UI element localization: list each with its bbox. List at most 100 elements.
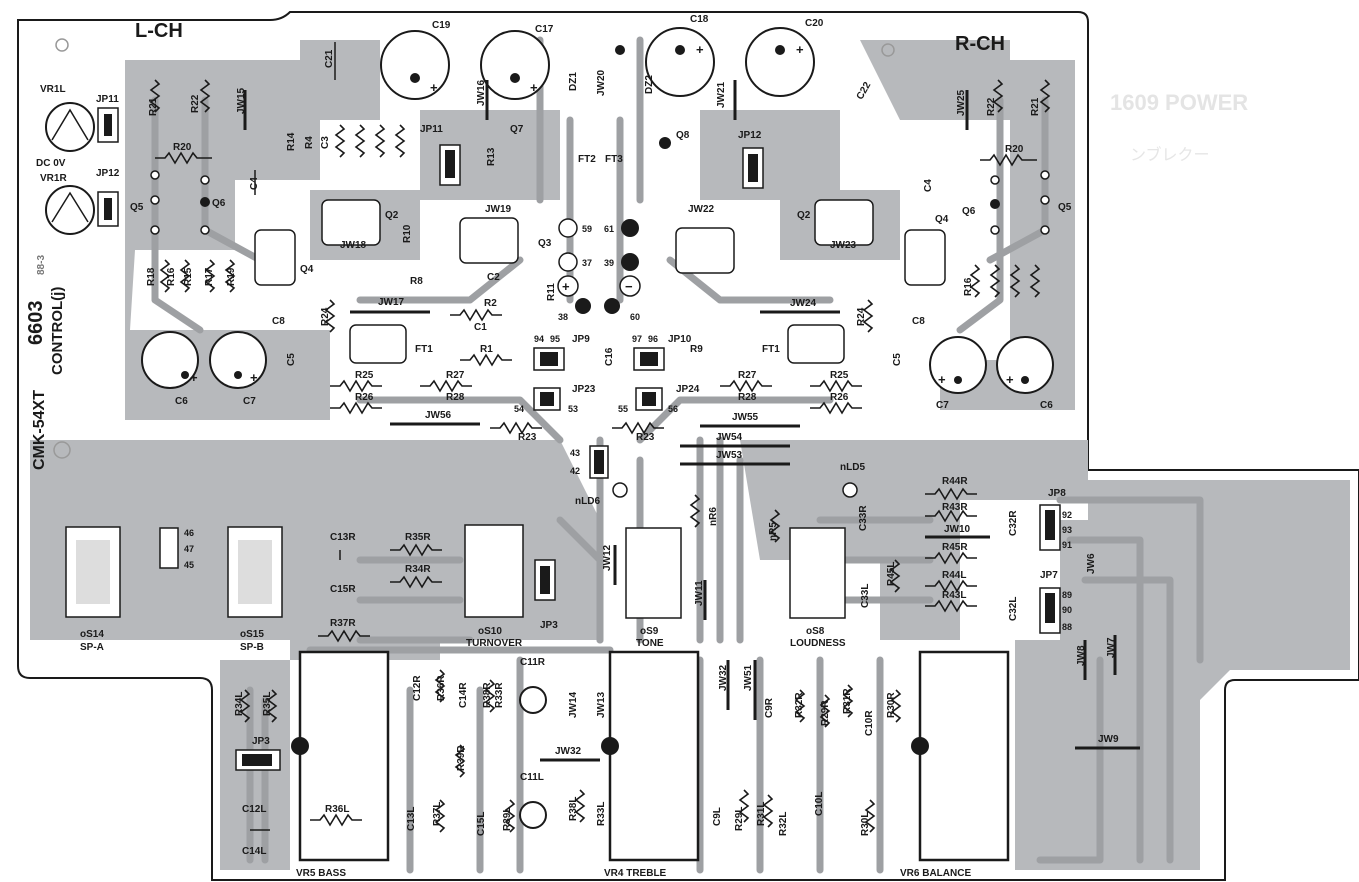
label-right-labels-r9: R9 <box>690 344 703 355</box>
label-lower-labels-c13r: C13R <box>330 532 356 543</box>
label-left-labels-jw17: JW17 <box>378 297 405 308</box>
label-left-labels-jp23: JP23 <box>572 384 596 395</box>
label-right-labels-r16: R16 <box>963 277 974 296</box>
vr1r-trimmer-pot: VR1R <box>40 173 95 235</box>
label-mid-labels-nr5: nR5 <box>768 522 779 541</box>
label-mid-labels-jp7: JP7 <box>1040 570 1058 581</box>
label-left-labels-c2: C2 <box>487 272 500 283</box>
svg-text:+: + <box>796 42 804 57</box>
label-left-labels-r23: R23 <box>518 432 537 443</box>
label-left-labels-r11: R11 <box>546 283 557 301</box>
right-channel-components: + C18 + C20 C22 DZ2 JW21 Q8 JP12 JW25 R2… <box>612 14 1072 443</box>
label-lower-labels-c10l: C10L <box>814 792 825 816</box>
label-lower-labels-c9r: C9R <box>764 697 775 718</box>
label-left-labels-jw16: JW16 <box>476 79 487 106</box>
label-mid-labels-pins-5: 60 <box>630 312 640 322</box>
label-mid-labels-jw6: JW6 <box>1086 553 1097 574</box>
label-mid-labels-jw14: JW14 <box>568 691 579 718</box>
svg-text:+: + <box>562 279 570 294</box>
label-left-labels-r22: R22 <box>190 94 201 113</box>
label-mid-labels-pins-11: 53 <box>568 404 578 414</box>
label-left-labels-q6: Q6 <box>212 198 226 209</box>
label-left-labels-r10: R10 <box>402 224 413 243</box>
label-mid-labels-pins-24: 88 <box>1062 622 1072 632</box>
label-lower-labels-r43l: R43L <box>942 590 966 601</box>
label-right-labels-jp24: JP24 <box>676 384 700 395</box>
label-left-labels-jp12: JP12 <box>96 168 120 179</box>
label-switches-s9-name: oS9 <box>640 626 659 637</box>
label-lower-labels-r30r: R30R <box>886 692 897 718</box>
label-lower-labels-r33l: R33L <box>596 802 607 826</box>
label-lower-labels-r31l: R31L <box>756 802 767 826</box>
label-lower-labels-r29l: R29L <box>734 807 745 831</box>
bottom-right-components: JW32 JW51 C9R R32R R29R R31R C10R R30R C… <box>712 660 902 836</box>
label-switches-s8-desc: LOUDNESS <box>790 638 846 649</box>
label-left-labels-r2: R2 <box>484 298 497 309</box>
label-lower-labels-c14r: C14R <box>458 682 469 708</box>
label-mid-labels-pins-18: 45 <box>184 560 194 570</box>
label-left-labels-vr1l: VR1L <box>40 84 66 95</box>
label-right-labels-r28: R28 <box>738 392 757 403</box>
label-right-labels-c8: C8 <box>912 316 925 327</box>
label-left-labels-c3: C3 <box>320 136 331 149</box>
label-lower-labels-r34r: R34R <box>405 564 431 575</box>
label-right-labels-r25: R25 <box>830 370 849 381</box>
label-right-labels-c20: C20 <box>805 18 824 29</box>
label-switches-s14-desc: SP-A <box>80 642 104 653</box>
label-controls-vr5: VR5 BASS <box>296 868 346 879</box>
bottom-left-components: R34L R35L JP3 C12L C14L C12R R36R C14R R… <box>234 657 607 857</box>
label-right-labels-dz2: DZ2 <box>644 75 655 94</box>
label-left-labels-vr1r: VR1R <box>40 173 67 184</box>
label-left-labels-c5: C5 <box>286 353 297 366</box>
label-left-labels-c1: C1 <box>474 322 487 333</box>
label-lower-labels-r37l: R37L <box>432 802 443 826</box>
label-mid-labels-pins-13: 56 <box>668 404 678 414</box>
label-mid-labels-jw8: JW8 <box>1076 645 1087 666</box>
svg-text:+: + <box>430 80 438 95</box>
label-mid-labels-jw51: JW51 <box>743 664 754 691</box>
label-right-labels-jw24: JW24 <box>790 298 817 309</box>
label-left-labels-jw18: JW18 <box>340 240 367 251</box>
label-lower-labels-r38r: R38R <box>482 682 493 708</box>
svg-text:−: − <box>625 279 633 294</box>
label-right-labels-jw23: JW23 <box>830 240 857 251</box>
label-right-labels-c6: C6 <box>1040 400 1053 411</box>
label-left-labels-dz1: DZ1 <box>568 72 579 91</box>
vr6-balance-pot: VR6 BALANCE <box>900 650 1010 879</box>
svg-text:+: + <box>530 80 538 95</box>
label-lower-labels-r35l: R35L <box>262 692 273 716</box>
label-controls-vr4: VR4 TREBLE <box>604 868 667 879</box>
label-mid-labels-pins-15: 42 <box>570 466 580 476</box>
label-right-labels-r24: R24 <box>856 307 867 326</box>
label-mid-labels-pins-14: 43 <box>570 448 580 458</box>
label-mid-labels-pins-1: 61 <box>604 224 614 234</box>
label-switches-s8-name: oS8 <box>806 626 825 637</box>
label-mid-labels-jp8: JP8 <box>1048 488 1066 499</box>
label-mid-labels-jw13: JW13 <box>596 691 607 718</box>
label-mid-labels-pins-3: 39 <box>604 258 614 268</box>
label-mid-labels-nld6: nLD6 <box>575 496 600 507</box>
faded-page-title: 1609 POWER <box>1110 90 1248 115</box>
label-lower-labels-r37r: R37R <box>330 618 356 629</box>
label-mid-labels-pins-0: 59 <box>582 224 592 234</box>
label-left-labels-c6: C6 <box>175 396 188 407</box>
label-lower-labels-r38l: R38L <box>568 797 579 821</box>
label-right-labels-q2: Q2 <box>797 210 811 221</box>
label-right-labels-r22: R22 <box>986 97 997 116</box>
label-right-labels-q4: Q4 <box>935 214 949 225</box>
label-switches-s10-name: oS10 <box>478 626 502 637</box>
label-right-labels-jw22: JW22 <box>688 204 715 215</box>
label-mid-labels-pins-22: 89 <box>1062 590 1072 600</box>
label-lower-labels-r39l: R39L <box>502 807 513 831</box>
label-lower-labels-r45l: R45L <box>886 562 897 586</box>
label-lower-labels-r39r: R39R <box>456 745 467 771</box>
label-lower-labels-c33l: C33L <box>860 584 871 608</box>
label-lower-labels-c15r: C15R <box>330 584 356 595</box>
label-left-labels-c17: C17 <box>535 24 554 35</box>
label-lower-labels-r45r: R45R <box>942 542 968 553</box>
label-left-labels-q7: Q7 <box>510 124 524 135</box>
mounting-holes <box>53 38 895 459</box>
label-left-labels-q2: Q2 <box>385 210 399 221</box>
label-lower-labels-r35r: R35R <box>405 532 431 543</box>
